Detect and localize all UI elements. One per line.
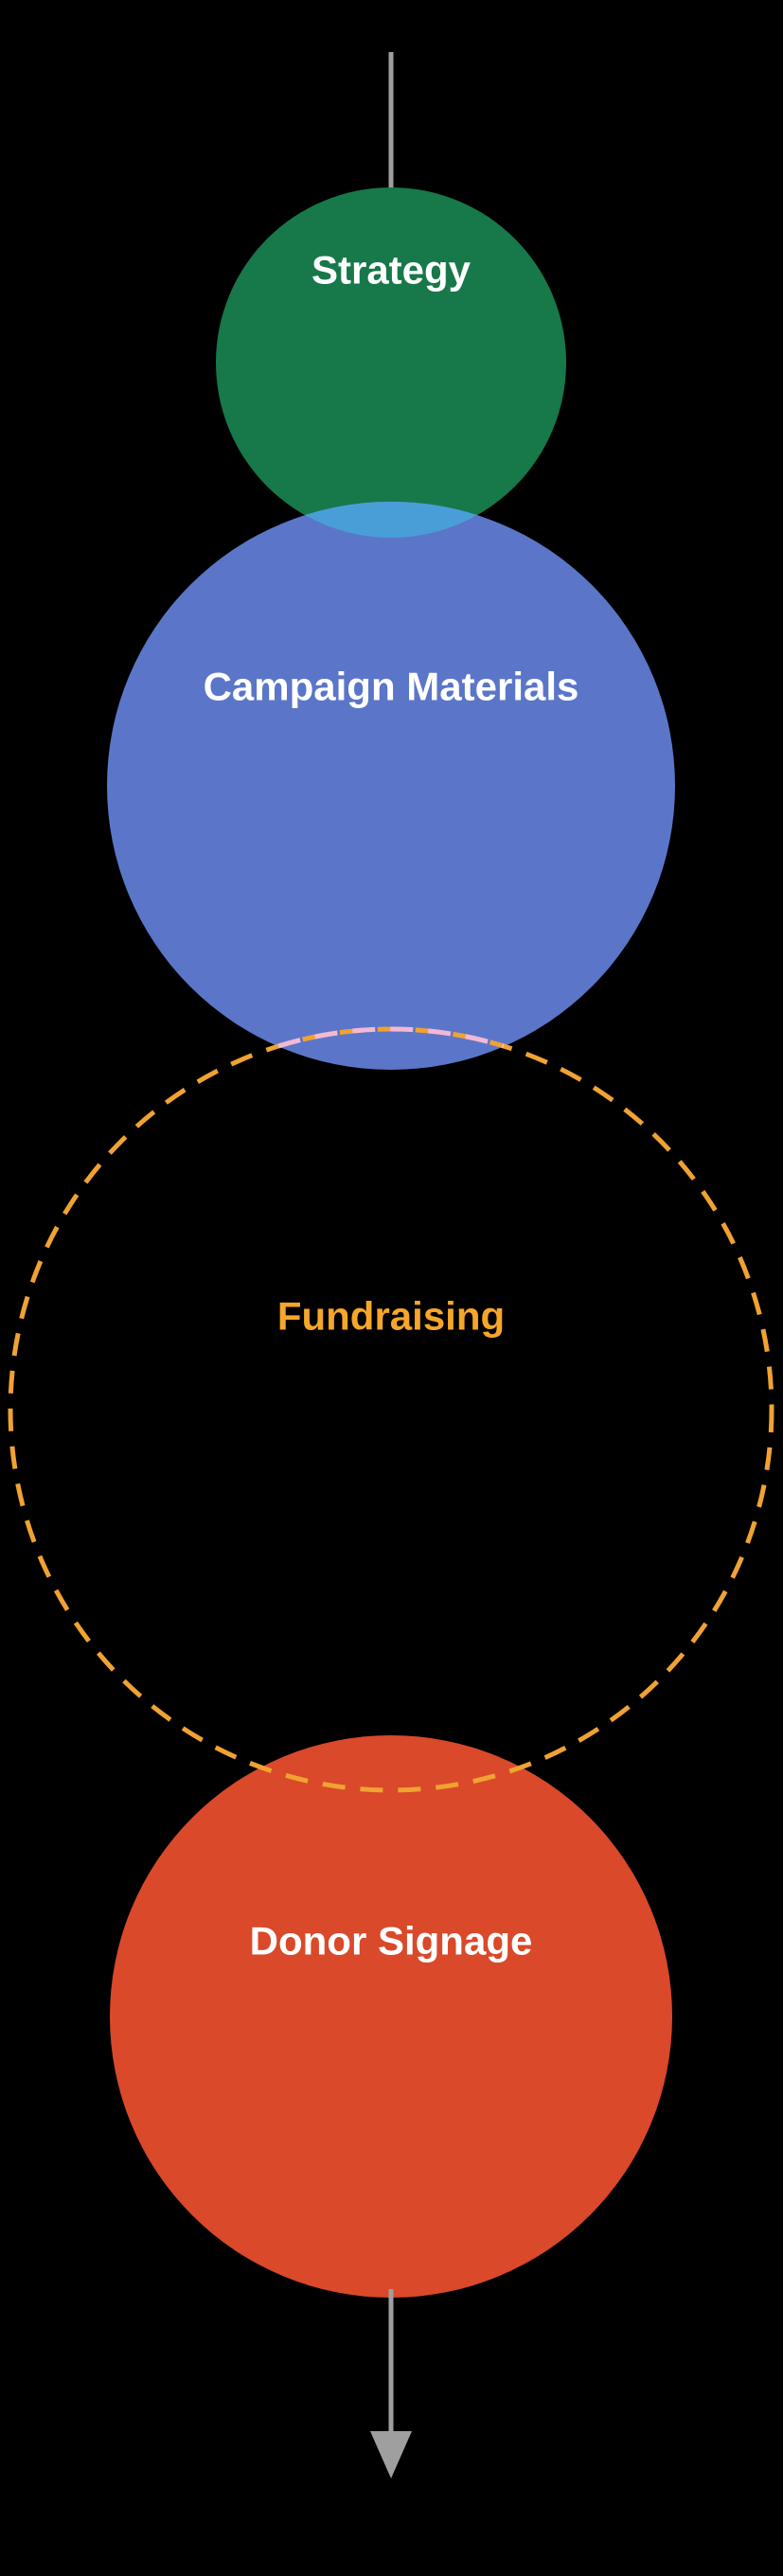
down-arrowhead-icon (370, 2431, 412, 2478)
strategy-campaign-overlap (305, 501, 477, 538)
donor-signage-label: Donor Signage (250, 1919, 533, 1963)
strategy-label: Strategy (311, 248, 472, 293)
campaign-materials-circle (107, 502, 675, 1070)
campaign-fundraising-overlap-arc (277, 1026, 505, 1049)
fundraising-circle (8, 1026, 774, 1793)
donor-signage-circle (110, 1735, 672, 2298)
campaign-materials-label: Campaign Materials (204, 665, 579, 709)
fundraising-label: Fundraising (277, 1294, 505, 1339)
strategy-circle (216, 187, 566, 538)
